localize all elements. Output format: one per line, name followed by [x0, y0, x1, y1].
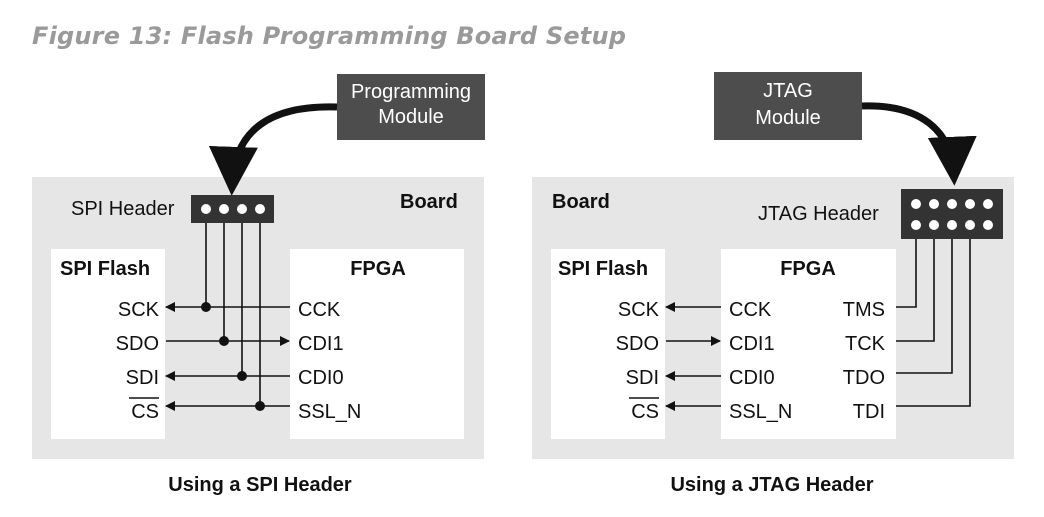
flash-pin-sck-left: SCK	[118, 299, 160, 321]
flash-pin-cs-right: CS	[631, 401, 659, 423]
junction-sdi	[237, 371, 247, 381]
jtag-module-line2: Module	[755, 107, 821, 129]
fpga-pin-tms: TMS	[843, 299, 885, 321]
module-to-spi-header-arrow	[208, 103, 338, 196]
programming-module-line1: Programming	[351, 81, 471, 103]
flash-pin-cs-left: CS	[131, 401, 159, 423]
jtag-header-panel: Board JTAG Module JTAG Header	[532, 72, 1014, 496]
fpga-title-right: FPGA	[780, 258, 836, 280]
wire-tdo	[896, 239, 953, 374]
fpga-block-right	[721, 249, 896, 439]
fpga-pin-ssln-left: SSL_N	[298, 401, 361, 423]
module-to-jtag-header-arrow	[861, 102, 977, 186]
fpga-pin-tck: TCK	[845, 333, 886, 355]
jtag-pin-9	[965, 220, 975, 230]
jtag-pin-7	[929, 220, 939, 230]
fpga-title-left: FPGA	[350, 258, 406, 280]
spi-header-pin-2	[219, 204, 229, 214]
jtag-module-line1: JTAG	[763, 80, 813, 102]
wire-tck	[896, 239, 935, 342]
fpga-pin-cdi1-right: CDI1	[729, 333, 775, 355]
jtag-pin-4	[965, 199, 975, 209]
fpga-pin-cdi1-left: CDI1	[298, 333, 344, 355]
spi-header-pin-4	[255, 204, 265, 214]
jtag-pin-8	[947, 220, 957, 230]
spi-flash-title-left: SPI Flash	[60, 258, 150, 280]
spi-header-pins	[201, 204, 265, 214]
fpga-pin-ssln-right: SSL_N	[729, 401, 792, 423]
spi-flash-title-right: SPI Flash	[558, 258, 648, 280]
board-label-left: Board	[400, 191, 458, 213]
programming-module	[337, 74, 485, 140]
jtag-header-pins	[911, 199, 993, 230]
junction-cs	[255, 401, 265, 411]
flash-pin-sdo-right: SDO	[616, 333, 659, 355]
jtag-wires	[896, 239, 971, 407]
spi-header-junctions	[201, 302, 265, 411]
spi-flash-block-right	[551, 249, 665, 439]
board-label-right: Board	[552, 191, 610, 213]
fpga-pin-cck-left: CCK	[298, 299, 341, 321]
figure-title: Figure 13: Flash Programming Board Setup	[32, 22, 627, 50]
spi-header-wires	[165, 223, 290, 411]
jtag-pin-5	[983, 199, 993, 209]
caption-right: Using a JTAG Header	[670, 474, 873, 496]
caption-left: Using a SPI Header	[168, 474, 352, 496]
jtag-pin-2	[929, 199, 939, 209]
jtag-pin-6	[911, 220, 921, 230]
jtag-header-connector	[901, 189, 1003, 239]
wire-tdi	[896, 239, 971, 407]
flash-pin-sdi-left: SDI	[126, 367, 159, 389]
jtag-pin-3	[947, 199, 957, 209]
fpga-pin-cdi0-right: CDI0	[729, 367, 775, 389]
flash-pin-sdi-right: SDI	[626, 367, 659, 389]
spi-flash-block-left	[51, 249, 165, 439]
fpga-block-left	[290, 249, 464, 439]
wire-tms	[896, 239, 917, 308]
jtag-pin-1	[911, 199, 921, 209]
fpga-pin-tdo: TDO	[843, 367, 885, 389]
jtag-header-label: JTAG Header	[758, 203, 879, 225]
junction-sdo	[219, 336, 229, 346]
fpga-pin-cdi0-left: CDI0	[298, 367, 344, 389]
fpga-pin-tdi: TDI	[853, 401, 885, 423]
programming-module-line2: Module	[378, 106, 444, 128]
flash-pin-sck-right: SCK	[618, 299, 660, 321]
spi-header-pin-1	[201, 204, 211, 214]
junction-sck	[201, 302, 211, 312]
spi-header-pin-3	[237, 204, 247, 214]
flash-pin-sdo-left: SDO	[116, 333, 159, 355]
spi-header-label: SPI Header	[71, 198, 175, 220]
spi-header-panel: Board Programming Module SPI Header SPI …	[32, 74, 485, 496]
jtag-pin-10	[983, 220, 993, 230]
flash-fpga-wires-right	[665, 302, 721, 411]
fpga-pin-cck-right: CCK	[729, 299, 772, 321]
jtag-module	[714, 72, 862, 140]
